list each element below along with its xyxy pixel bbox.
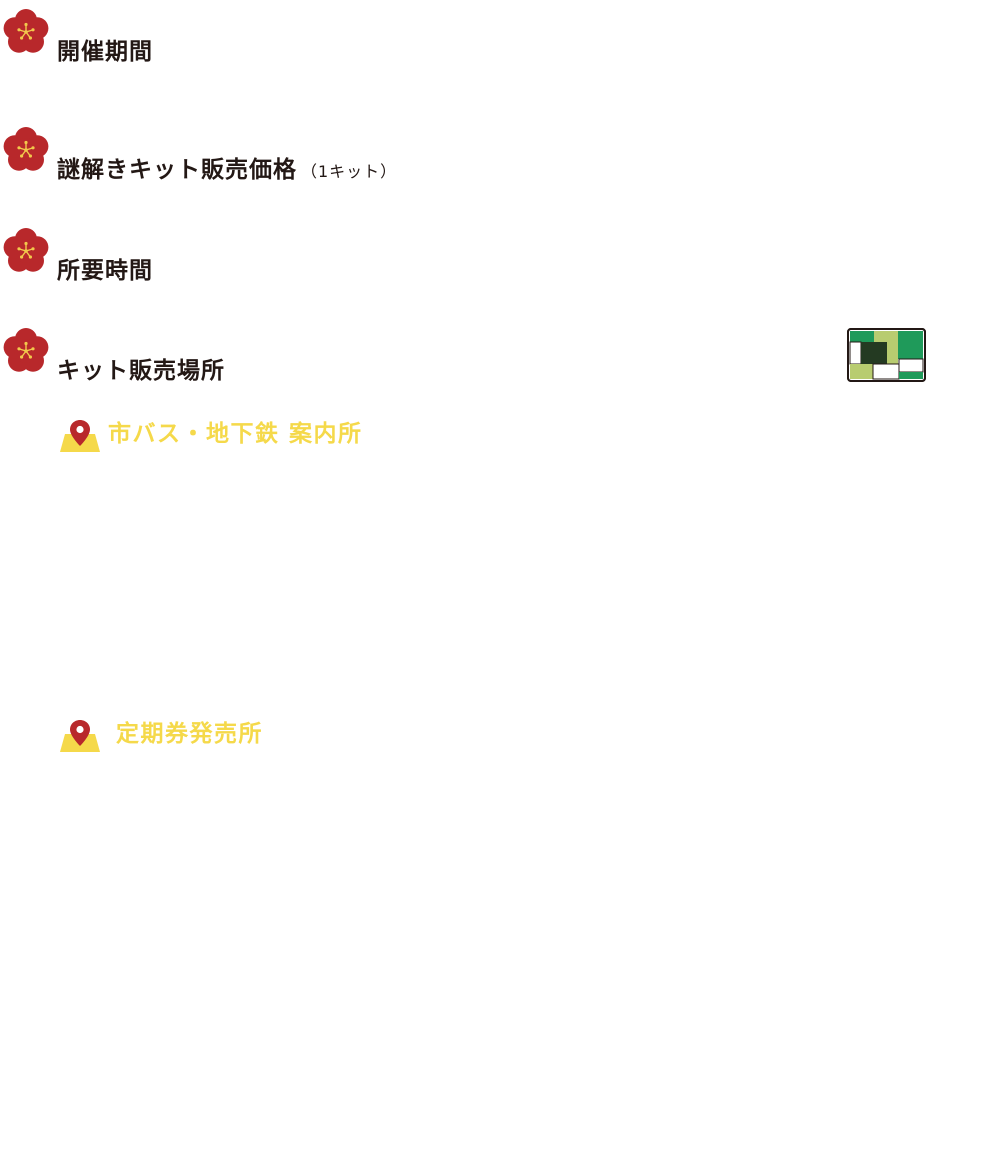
transit-card-icon: [847, 328, 926, 382]
location-label: 市バス・地下鉄 案内所: [108, 421, 363, 447]
plum-blossom-icon: [3, 328, 49, 372]
plum-blossom-icon: [3, 127, 49, 171]
section-title: 所要時間: [57, 258, 153, 284]
section-price: 謎解きキット販売価格（1キット）: [0, 126, 500, 186]
section-heading: 開催期間: [57, 37, 153, 67]
section-title: キット販売場所: [57, 358, 225, 384]
plum-blossom-icon: [3, 9, 49, 53]
location-pass-office: 定期券発売所: [60, 718, 460, 754]
plum-blossom-icon: [3, 228, 49, 272]
section-title: 開催期間: [57, 39, 153, 65]
section-heading: 謎解きキット販売価格（1キット）: [57, 155, 397, 187]
map-pin-icon: [60, 420, 100, 452]
section-place: キット販売場所: [0, 327, 400, 387]
map-pin-icon: [60, 720, 100, 752]
section-note: （1キット）: [301, 162, 398, 181]
location-label: 定期券発売所: [116, 721, 263, 747]
location-info-center: 市バス・地下鉄 案内所: [60, 418, 460, 454]
section-heading: キット販売場所: [57, 356, 225, 386]
section-period: 開催期間: [0, 8, 400, 68]
section-duration: 所要時間: [0, 227, 400, 287]
section-title: 謎解きキット販売価格: [57, 157, 297, 183]
section-heading: 所要時間: [57, 256, 153, 286]
